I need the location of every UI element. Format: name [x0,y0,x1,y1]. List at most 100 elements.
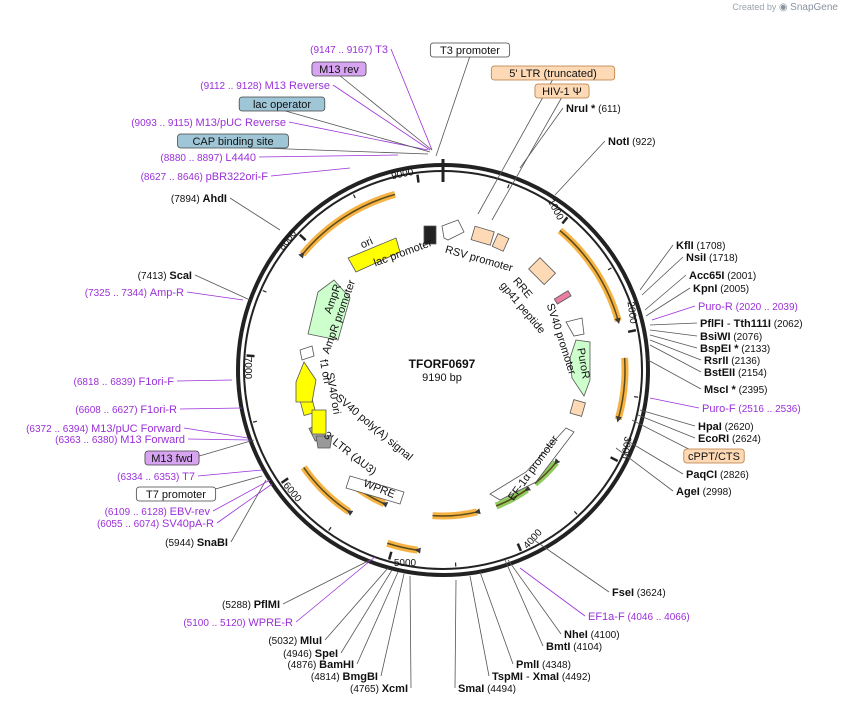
enzyme-label-pmli: PmlI (4348) [516,659,571,671]
feature-box [135,486,217,502]
enzyme-pos: (2076) [731,332,763,343]
tick-mark [262,289,267,293]
primer-name: T3 [375,44,388,56]
tick-mark [607,267,612,271]
enzyme-leader [641,256,684,296]
tick-label: 8000 [277,228,300,253]
enzyme-leader [194,274,251,301]
enzyme-leader [409,575,412,689]
enzyme-name: BmgBI [343,671,378,683]
primer-name: WPRE-R [248,617,293,629]
cppt-box [569,399,586,417]
enzyme-leader [637,414,696,439]
feature-box [144,450,200,466]
enzyme-name: NheI [564,629,588,641]
enzyme-label-msci: MscI * (2395) [704,384,768,396]
primer-name: F1ori-R [140,404,177,416]
primer-label: (6363 .. 6380) M13 Forward [55,434,185,446]
feature-label: PuroR [574,347,591,380]
enzyme-name: ScaI [169,270,192,282]
enzyme-name: NruI [566,103,588,115]
enzyme-leader [454,579,457,689]
primer-label: (6055 .. 6074) SV40pA-R [97,518,214,530]
primer-leader [197,469,263,477]
tick-mark [416,174,420,183]
rre-box [528,257,557,286]
enzyme-label-fsei: FseI (3624) [612,587,666,599]
tick-mark [507,184,510,189]
enzyme-label-bspei: BspEI * (2133) [700,343,770,355]
enzyme-pos: (2136) [728,356,760,367]
primer-range: (6055 .. 6074) [97,519,162,530]
primer-label: (8627 .. 8646) pBR322ori-F [141,171,269,183]
enzyme-pos: (2624) [729,434,761,445]
enzyme-pos: (2062) [771,319,803,330]
enzyme-leader [649,322,698,326]
enzyme-leader [625,439,684,475]
enzyme-pos: (4946) [283,649,315,660]
primer-label: (8880 .. 8897) L4440 [160,152,256,164]
enzyme-label-snabi: (5944) SnaBI [165,537,228,549]
enzyme-label-paqci: PaqCI (2826) [686,469,749,481]
feature-label: 3' LTR (ΔU3) [321,430,378,478]
primer-range: (7325 .. 7344) [85,288,150,299]
enzyme-label-smai: SmaI (4494) [458,683,516,695]
enzyme-pos: (4100) [588,630,620,641]
cds-arc-4 [300,465,352,515]
tick-mark [352,194,356,199]
enzyme-pos: (2395) [736,385,768,396]
psi-box [491,233,510,252]
enzyme-name: TspMI [492,671,523,683]
enzyme-name: MluI [300,635,322,647]
primer-leader [186,291,244,301]
enzyme-label-nsii: NsiI (1718) [686,252,738,264]
enzyme-name: PmlI [516,659,539,671]
primer-name: L4440 [225,152,256,164]
enzyme-name: XcmI [382,683,408,695]
enzyme-label-noti: NotI (922) [608,136,656,148]
primer-range: (2020 .. 2039) [733,302,798,313]
watermark-prefix: Created by [732,2,777,12]
primer-leader [270,167,351,177]
enzyme-leader [356,571,399,665]
primer-range: (9147 .. 9167) [310,45,375,56]
box-leader [477,78,554,215]
enzyme-label-kfli: KflI (1708) [676,240,725,252]
enzyme-name: AgeI [676,486,700,498]
cds-arc-6-core [432,508,481,517]
enzyme-name: HpaI [698,421,722,433]
feature-box [177,133,289,149]
tick-mark [252,420,258,423]
enzyme-leader [639,409,696,427]
enzyme-label-bmgbi: (4814) BmgBI [311,671,378,683]
enzyme-label-pflfi: PflFI - Tth111I (2062) [700,318,803,330]
enzyme-pos: (2620) [722,422,754,433]
feature-box-label: lac operator [253,99,311,111]
enzyme-pos: (2826) [717,470,749,481]
ori-arrow [347,237,401,273]
sv40-ori-box [311,409,327,435]
tick-label: 5000 [394,558,417,569]
enzyme-star: * [728,384,736,396]
ef1a-arc-2-core [534,458,561,485]
enzyme-name: BsiWI [700,331,731,343]
enzyme-name: BamHI [319,659,354,671]
primer-leader [216,483,273,524]
feature-box [534,83,590,99]
primer-leader [390,48,433,151]
enzyme-pos: (611) [595,104,620,115]
enzyme-pos: (4814) [311,672,343,683]
primer-label: EF1a-F (4046 .. 4066) [588,611,690,623]
enzyme-label-bamhi: (4876) BamHI [287,659,354,671]
gp41-box [553,290,572,305]
ef1a-arc-core [495,485,532,507]
ltr-box [470,225,495,246]
enzyme-name: PaqCI [686,469,717,481]
primer-leader [649,397,700,409]
enzyme-label-hpai: HpaI (2620) [698,421,754,433]
box-leader [491,96,563,221]
rsv-promoter-arrow [441,219,465,241]
enzyme-label-tspmi: TspMI - XmaI (4492) [492,671,591,683]
tick-label: 9000 [390,167,414,182]
primer-name: Puro-F [702,403,736,415]
